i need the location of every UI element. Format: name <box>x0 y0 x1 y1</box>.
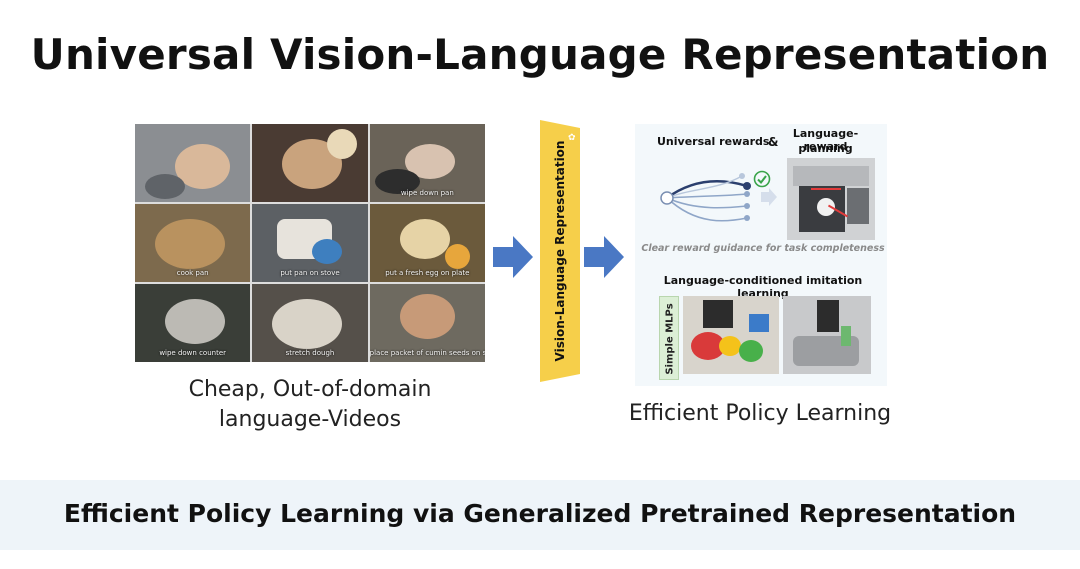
video-frame: place packet of cumin seeds on shelf <box>369 284 485 362</box>
policy-caption: Efficient Policy Learning <box>628 401 892 426</box>
robot-workspace-image <box>787 158 875 240</box>
mlps-box: Simple MLPs <box>659 296 679 380</box>
video-caption: put a fresh egg on plate <box>385 269 470 277</box>
kitchen-objects-image <box>683 296 779 374</box>
footer-banner: Efficient Policy Learning via Generalize… <box>0 480 1080 550</box>
video-caption: wipe down counter <box>159 349 227 357</box>
language-reward-label: Language-reward <box>792 127 859 153</box>
arrow-right-icon <box>584 236 624 278</box>
video-caption: stretch dough <box>285 349 335 357</box>
videos-caption-line-1: Cheap, Out-of-domain <box>188 377 432 402</box>
svg-text:✿: ✿ <box>568 133 576 143</box>
video-frame: put a fresh egg on plate <box>369 204 485 282</box>
video-frame: wipe down pan <box>369 124 485 202</box>
video-frame <box>252 124 368 202</box>
video-frame: put pan on stove <box>252 204 368 282</box>
band-label: Vision-Language Representation <box>553 140 567 362</box>
video-caption: cook pan <box>176 269 209 277</box>
arrow-right-icon <box>493 236 533 278</box>
page-title: Universal Vision-Language Representation <box>30 30 1050 79</box>
videos-caption: Cheap, Out-of-domain language-Videos <box>135 375 485 435</box>
footer-text: Efficient Policy Learning via Generalize… <box>63 499 1017 528</box>
video-frame <box>135 124 251 202</box>
check-icon <box>753 170 771 188</box>
reward-curves <box>660 173 777 222</box>
video-caption: wipe down pan <box>400 189 454 197</box>
video-mosaic: wipe down pan cook pan put pan on stove … <box>135 124 485 362</box>
policy-panel: Universal rewards & Language-reward plan… <box>635 124 887 386</box>
video-caption: put pan on stove <box>280 269 340 277</box>
video-frame: wipe down counter <box>135 284 251 362</box>
video-caption: place packet of cumin seeds on shelf <box>369 349 485 357</box>
videos-caption-line-2: language-Videos <box>218 407 402 432</box>
universal-rewards-label: Universal rewards <box>657 135 770 148</box>
representation-band: ✿ Vision-Language Representation <box>538 120 582 382</box>
mlps-label: Simple MLPs <box>664 303 676 375</box>
ampersand-label: & <box>768 135 779 149</box>
robot-sink-image <box>783 296 871 374</box>
reward-guidance-text: Clear reward guidance for task completen… <box>641 243 885 254</box>
video-frame: stretch dough <box>252 284 368 362</box>
video-frame: cook pan <box>135 204 251 282</box>
planning-label: planning <box>798 142 853 155</box>
